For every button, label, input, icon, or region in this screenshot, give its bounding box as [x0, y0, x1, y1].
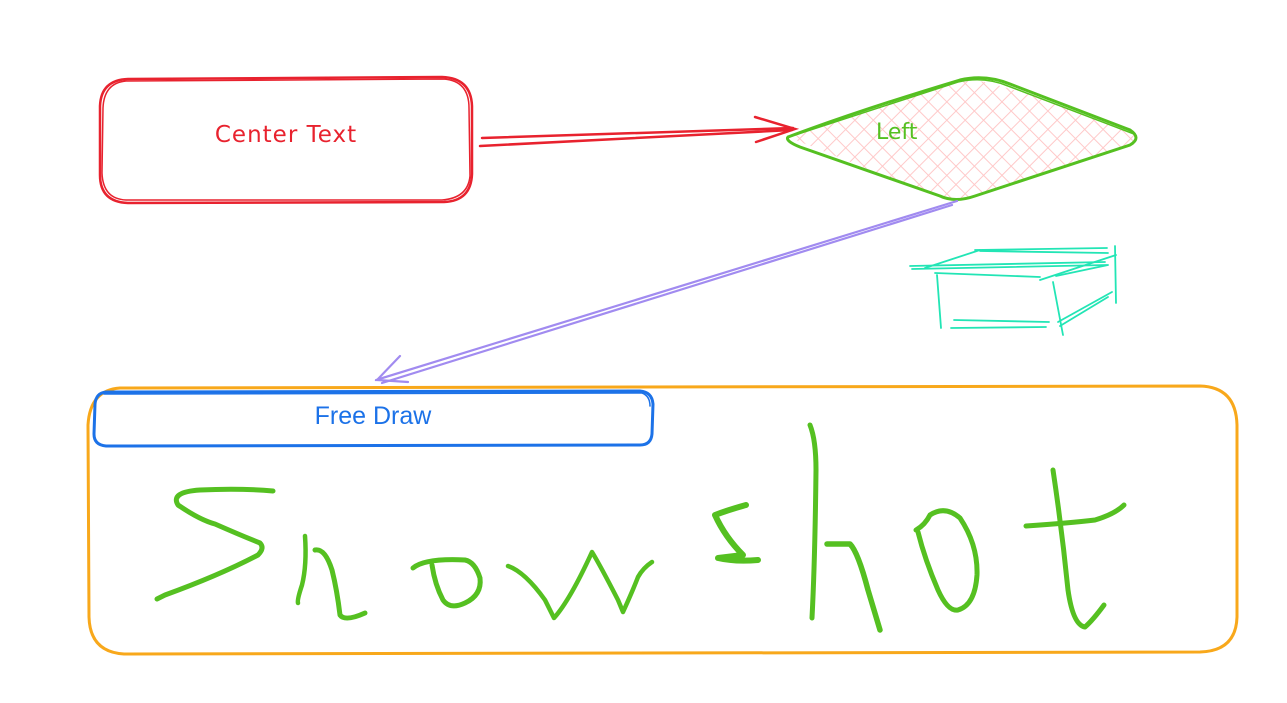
frame-freedraw-container[interactable]: [86, 384, 1239, 656]
box-3d-sketch[interactable]: [909, 245, 1117, 336]
rectangle-center-text[interactable]: [98, 75, 474, 205]
arrow-red-connector[interactable]: [478, 115, 800, 148]
diamond-label[interactable]: Left: [876, 120, 918, 145]
freedraw-label[interactable]: Free Draw: [314, 402, 432, 430]
diamond-left[interactable]: [780, 60, 1160, 210]
rectangle-label[interactable]: Center Text: [214, 122, 358, 148]
label-box-freedraw[interactable]: [92, 389, 655, 448]
arrow-purple-connector[interactable]: [374, 199, 959, 385]
freedraw-text-snowshot[interactable]: [154, 422, 1127, 633]
